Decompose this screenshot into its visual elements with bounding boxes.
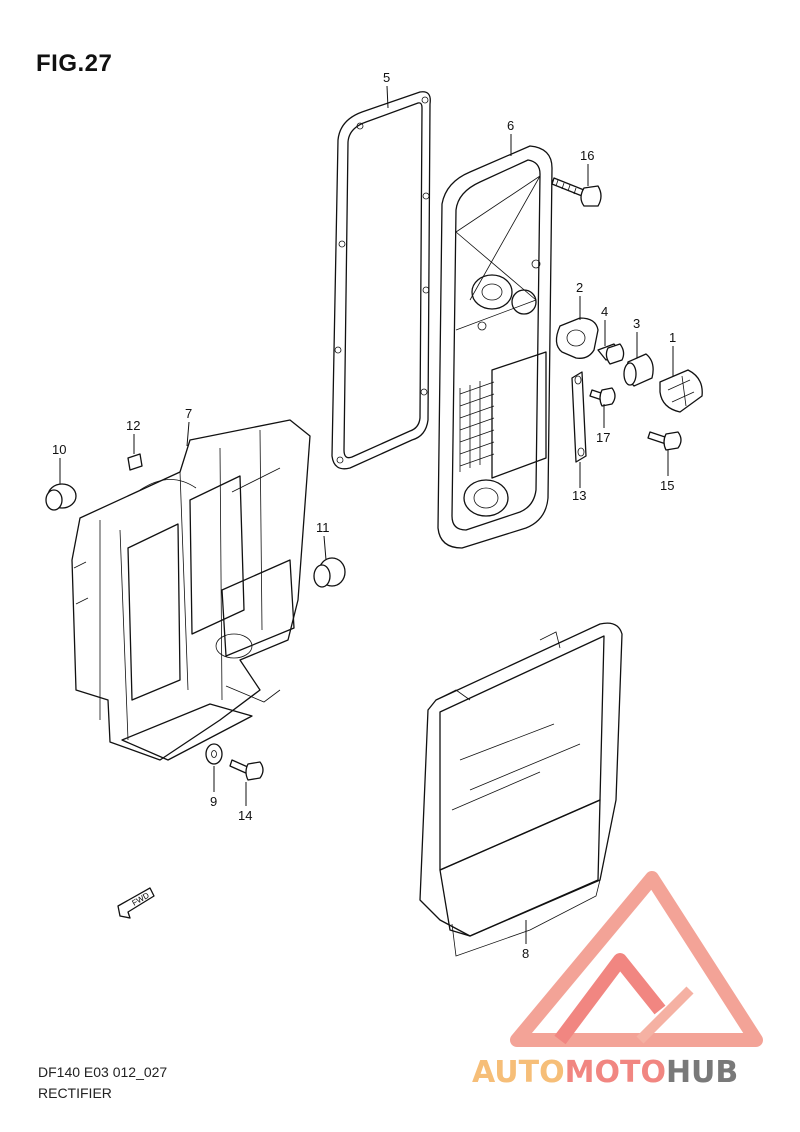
part-label-2: 2: [576, 280, 583, 295]
grommet-part-10: [45, 483, 77, 511]
part-label-12: 12: [126, 418, 140, 433]
part-label-9: 9: [210, 794, 217, 809]
part-label-11: 11: [316, 520, 330, 535]
holder-part-1: [659, 369, 703, 413]
bolt-part-16: [551, 177, 602, 207]
rectifier-bracket-part-6: [437, 145, 553, 549]
rectifier-case-part-7: [71, 419, 311, 761]
part-label-4: 4: [601, 304, 608, 319]
plate-part-2: [555, 317, 599, 359]
part-label-1: 1: [669, 330, 676, 345]
part-label-7: 7: [185, 406, 192, 421]
fwd-arrow-icon: FWD: [117, 887, 155, 919]
cover-part-8: [419, 622, 623, 957]
watermark-text-auto: AUTO: [472, 1055, 565, 1090]
section-name: RECTIFIER: [38, 1085, 112, 1101]
spacer-part-3: [623, 353, 654, 387]
part-label-13: 13: [572, 488, 586, 503]
bolt-part-4: [597, 343, 625, 365]
washer-part-9: [205, 743, 223, 765]
part-label-10: 10: [52, 442, 66, 457]
part-label-14: 14: [238, 808, 252, 823]
watermark-text-moto: MOTO: [565, 1055, 666, 1090]
part-label-5: 5: [383, 70, 390, 85]
part-label-6: 6: [507, 118, 514, 133]
svg-text:AUTOMOTOHUB: AUTOMOTOHUB: [472, 1055, 738, 1090]
figure-title: FIG.27: [36, 50, 113, 77]
part-labels: 5 6 16 2 4 3 1 17 15 13 7 12 10 11 9 14 …: [52, 70, 676, 961]
bolt-part-15: [647, 431, 682, 451]
grommet-part-11: [313, 557, 346, 588]
clip-part-12: [127, 453, 143, 471]
bolt-part-17: [589, 387, 616, 407]
part-label-17: 17: [596, 430, 610, 445]
part-label-16: 16: [580, 148, 594, 163]
strap-part-13: [571, 371, 587, 463]
part-label-3: 3: [633, 316, 640, 331]
watermark-text-hub: HUB: [666, 1055, 738, 1090]
part-label-15: 15: [660, 478, 674, 493]
fwd-label: FWD: [131, 891, 151, 908]
model-code: DF140 E03 012_027: [38, 1064, 168, 1080]
automotohub-watermark-logo: AUTOMOTOHUB: [472, 871, 763, 1090]
part-label-8: 8: [522, 946, 529, 961]
bolt-part-14: [229, 759, 264, 781]
gasket-part-5: [331, 91, 431, 470]
